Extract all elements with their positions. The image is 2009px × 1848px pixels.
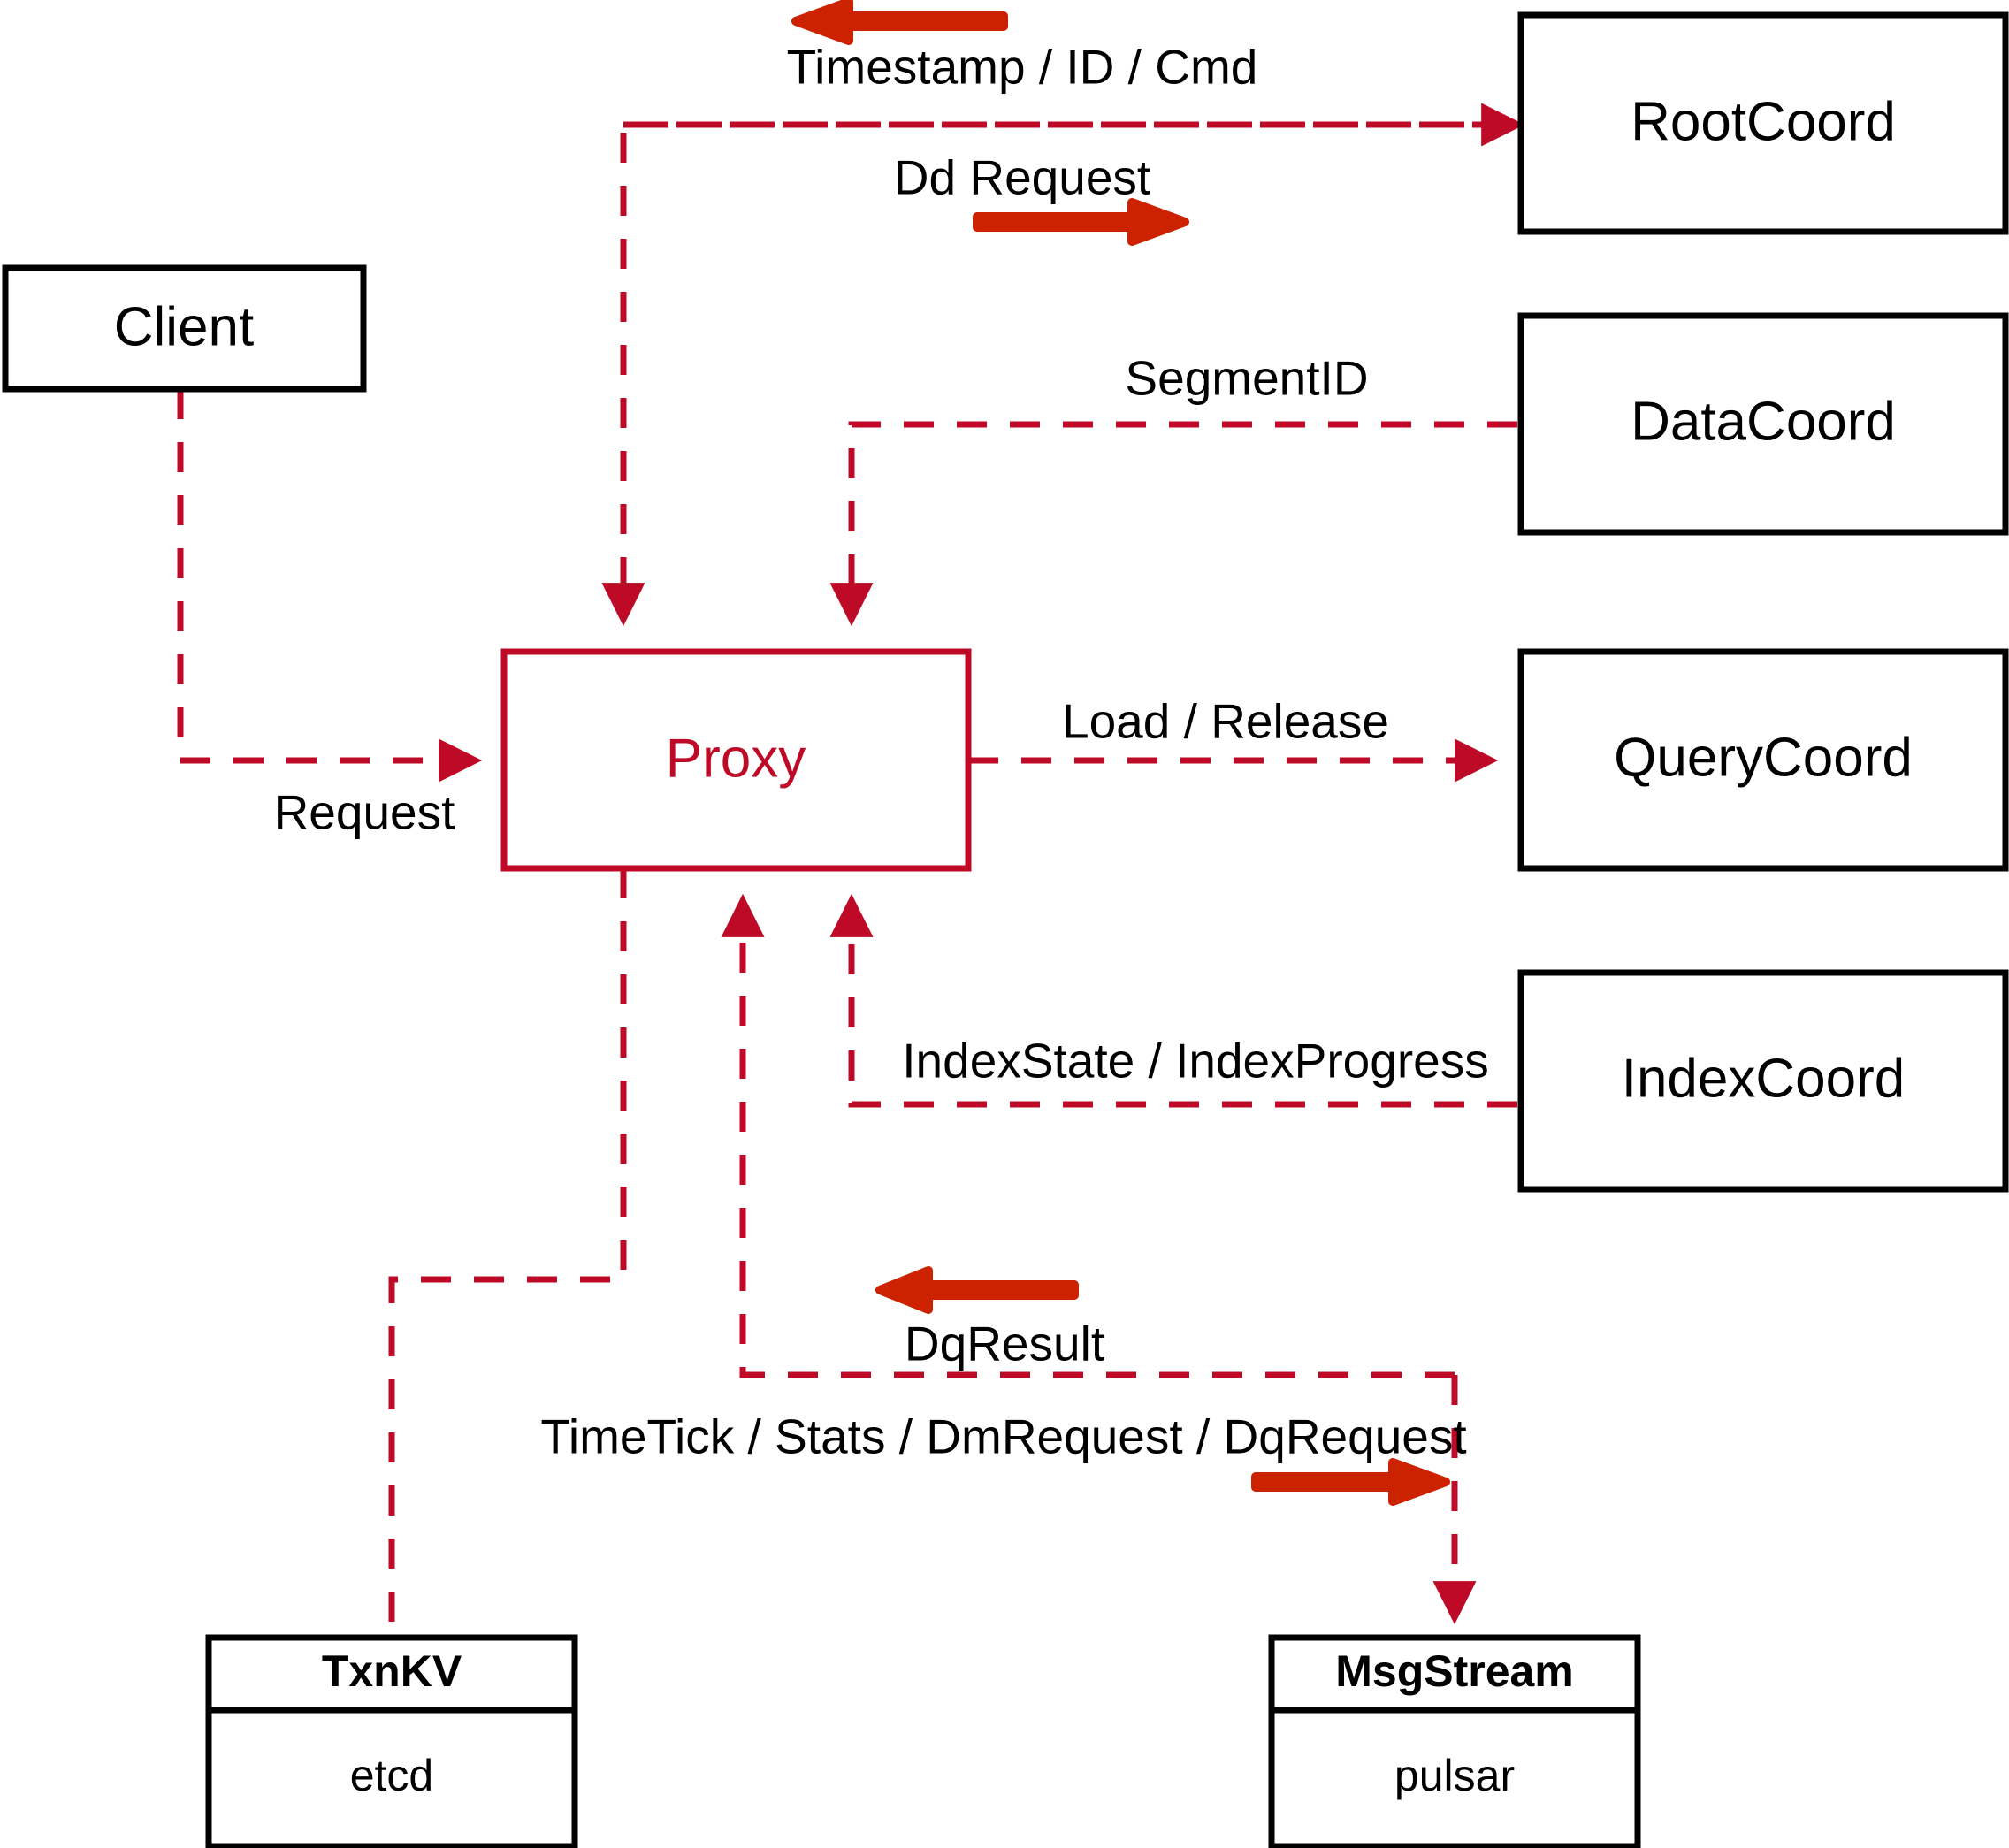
node-datacoord[interactable]: DataCoord [1517, 312, 2009, 536]
arrow-glyph-ddrequest-right [973, 198, 1189, 246]
node-txnkv-sublabel: etcd [350, 1751, 434, 1800]
node-txnkv-label: TxnKV [322, 1646, 462, 1696]
node-datacoord-label: DataCoord [1631, 391, 1896, 452]
node-msgstream[interactable]: MsgStream pulsar [1268, 1634, 1641, 1848]
edge-segmentid [829, 421, 1517, 627]
arrow-glyph-dqresult-left [875, 1266, 1079, 1314]
edge-label-timetick-stats: TimeTick / Stats / DmRequest / DqRequest [540, 1409, 1466, 1464]
arrow-glyph-timestamp-left [791, 0, 1008, 45]
edge-proxy-txnkv [388, 868, 627, 1635]
node-proxy-label: Proxy [666, 728, 806, 789]
edge-dqresult [721, 893, 1455, 1378]
node-client[interactable]: Client [2, 264, 367, 393]
node-querycoord[interactable]: QueryCoord [1517, 648, 2009, 872]
edge-label-request: Request [274, 785, 455, 840]
edge-timestamp-id-cmd [601, 121, 1517, 627]
node-rootcoord[interactable]: RootCoord [1517, 11, 2009, 235]
node-indexcoord-label: IndexCoord [1622, 1048, 1906, 1109]
node-txnkv[interactable]: TxnKV etcd [205, 1634, 578, 1848]
node-querycoord-label: QueryCoord [1614, 727, 1913, 788]
node-indexcoord[interactable]: IndexCoord [1517, 969, 2009, 1193]
edge-label-dd-request: Dd Request [894, 150, 1150, 205]
edge-label-indexstate: IndexState / IndexProgress [902, 1034, 1488, 1088]
node-client-label: Client [114, 296, 255, 357]
node-rootcoord-label: RootCoord [1631, 91, 1896, 152]
node-msgstream-sublabel: pulsar [1394, 1751, 1515, 1800]
arrow-glyph-timetick-right [1251, 1458, 1450, 1506]
edge-request [177, 389, 483, 783]
edge-label-timestamp-id-cmd: Timestamp / ID / Cmd [787, 40, 1258, 95]
node-proxy[interactable]: Proxy [500, 648, 972, 872]
node-msgstream-label: MsgStream [1335, 1646, 1574, 1696]
edge-label-segmentid: SegmentID [1125, 351, 1368, 406]
edge-label-dqresult: DqResult [905, 1317, 1104, 1371]
edge-indexstate-indexprogress [829, 893, 1517, 1108]
edge-label-load-release: Load / Release [1062, 694, 1389, 749]
